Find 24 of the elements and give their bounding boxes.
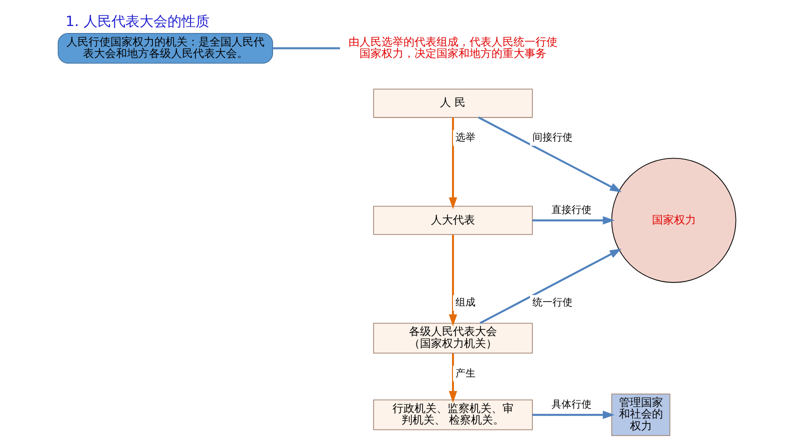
- edge-label: 组成: [455, 298, 476, 309]
- arrow: [480, 248, 622, 324]
- arrow: [448, 353, 458, 403]
- arrow: [448, 118, 458, 210]
- edge-label: 间接行使: [532, 132, 572, 144]
- edge-label: 直接行使: [552, 204, 592, 216]
- arrow: [532, 410, 615, 419]
- node-box: 管理国家和社会的权力: [611, 394, 670, 436]
- node-text: 由人民选举的代表组成，代表人民统一行使国家权力，决定国家和地方的重大事务: [348, 35, 558, 60]
- edge-label: 具体行使: [552, 399, 592, 410]
- edge-label: 产生: [455, 368, 476, 380]
- node-box: 人大代表: [373, 206, 533, 235]
- arrow: [478, 116, 622, 192]
- node-circle: 国家权力: [611, 158, 736, 283]
- diagram-title: 1. 人民代表大会的性质: [66, 14, 210, 30]
- node-box: 行政机关、监察机关、审判机关、 检察机关。: [373, 400, 533, 430]
- node-box: 各级人民代表大会 （国家权力机关）: [373, 322, 533, 354]
- edge-label: 选举: [455, 132, 476, 144]
- node-box: 人 民: [373, 88, 533, 118]
- arrow: [448, 234, 458, 326]
- connector: [272, 47, 340, 50]
- node-box: 人民行使国家权力的机关：是全国人民代表大会和地方各级人民代表大会。: [58, 32, 274, 64]
- edge-label: 统一行使: [532, 298, 572, 309]
- arrow: [532, 216, 615, 224]
